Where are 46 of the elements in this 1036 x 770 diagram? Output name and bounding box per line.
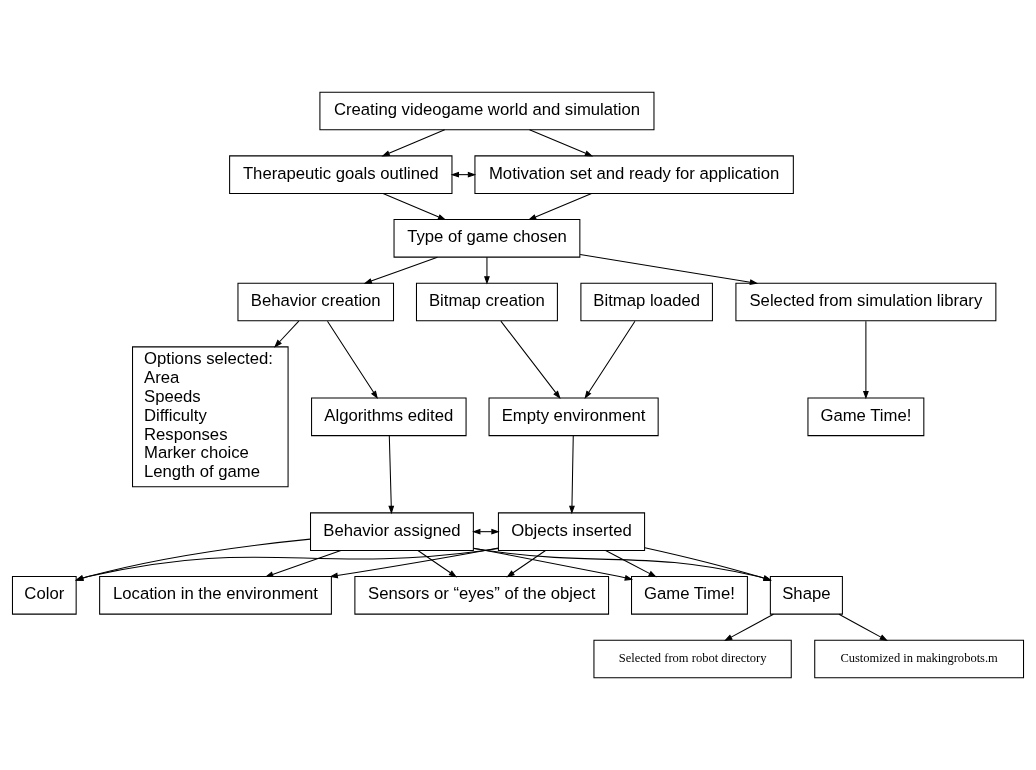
node-box: Location in the environment — [99, 576, 332, 615]
node-box: Creating videogame world and simulation — [319, 91, 655, 131]
arrow — [274, 320, 300, 348]
node-box: Therapeutic goals outlined — [229, 155, 453, 194]
node-box: Selected from simulation library — [735, 282, 997, 322]
arrow — [75, 547, 499, 581]
arrow — [569, 435, 575, 515]
node-box: Motivation set and ready for application — [474, 155, 794, 194]
arrow — [264, 550, 342, 578]
arrow — [584, 320, 636, 400]
arrow — [838, 613, 888, 641]
node-box: Shape — [769, 576, 843, 615]
node-box: Game Time! — [807, 397, 925, 437]
node-box: Empty environment — [488, 397, 659, 437]
arrow — [381, 129, 446, 157]
arrow — [529, 129, 594, 157]
arrow — [382, 193, 447, 221]
arrow — [605, 550, 657, 578]
arrow — [724, 613, 774, 641]
arrow — [506, 550, 547, 578]
arrow — [75, 538, 311, 581]
node-box: Customized in makingrobots.m — [814, 639, 1025, 679]
arrow — [329, 547, 499, 579]
arrow — [579, 254, 759, 285]
arrow — [500, 320, 561, 399]
node-box: Options selected: Area Speeds Difficulty Responses Marker choice Length of game — [132, 346, 289, 488]
node-box: Sensors or “eyes” of the object — [354, 576, 610, 615]
node-box: Behavior assigned — [310, 512, 474, 551]
node-box: Type of game chosen — [393, 219, 581, 258]
arrow — [862, 320, 869, 400]
node-box: Color — [11, 576, 77, 615]
node-box: Bitmap creation — [415, 282, 558, 322]
arrow — [417, 550, 458, 578]
node-box: Bitmap loaded — [580, 282, 713, 322]
node-box: Algorithms edited — [311, 397, 467, 437]
arrow — [473, 547, 634, 581]
arrow — [388, 435, 395, 515]
node-box: Selected from robot directory — [593, 639, 792, 679]
arrow — [326, 320, 378, 400]
arrow — [363, 256, 438, 284]
arrow — [450, 171, 477, 178]
arrow — [484, 256, 490, 285]
node-box: Behavior creation — [237, 282, 395, 322]
node-box: Objects inserted — [497, 512, 646, 551]
arrow — [527, 193, 593, 221]
node-box: Game Time! — [631, 576, 748, 615]
